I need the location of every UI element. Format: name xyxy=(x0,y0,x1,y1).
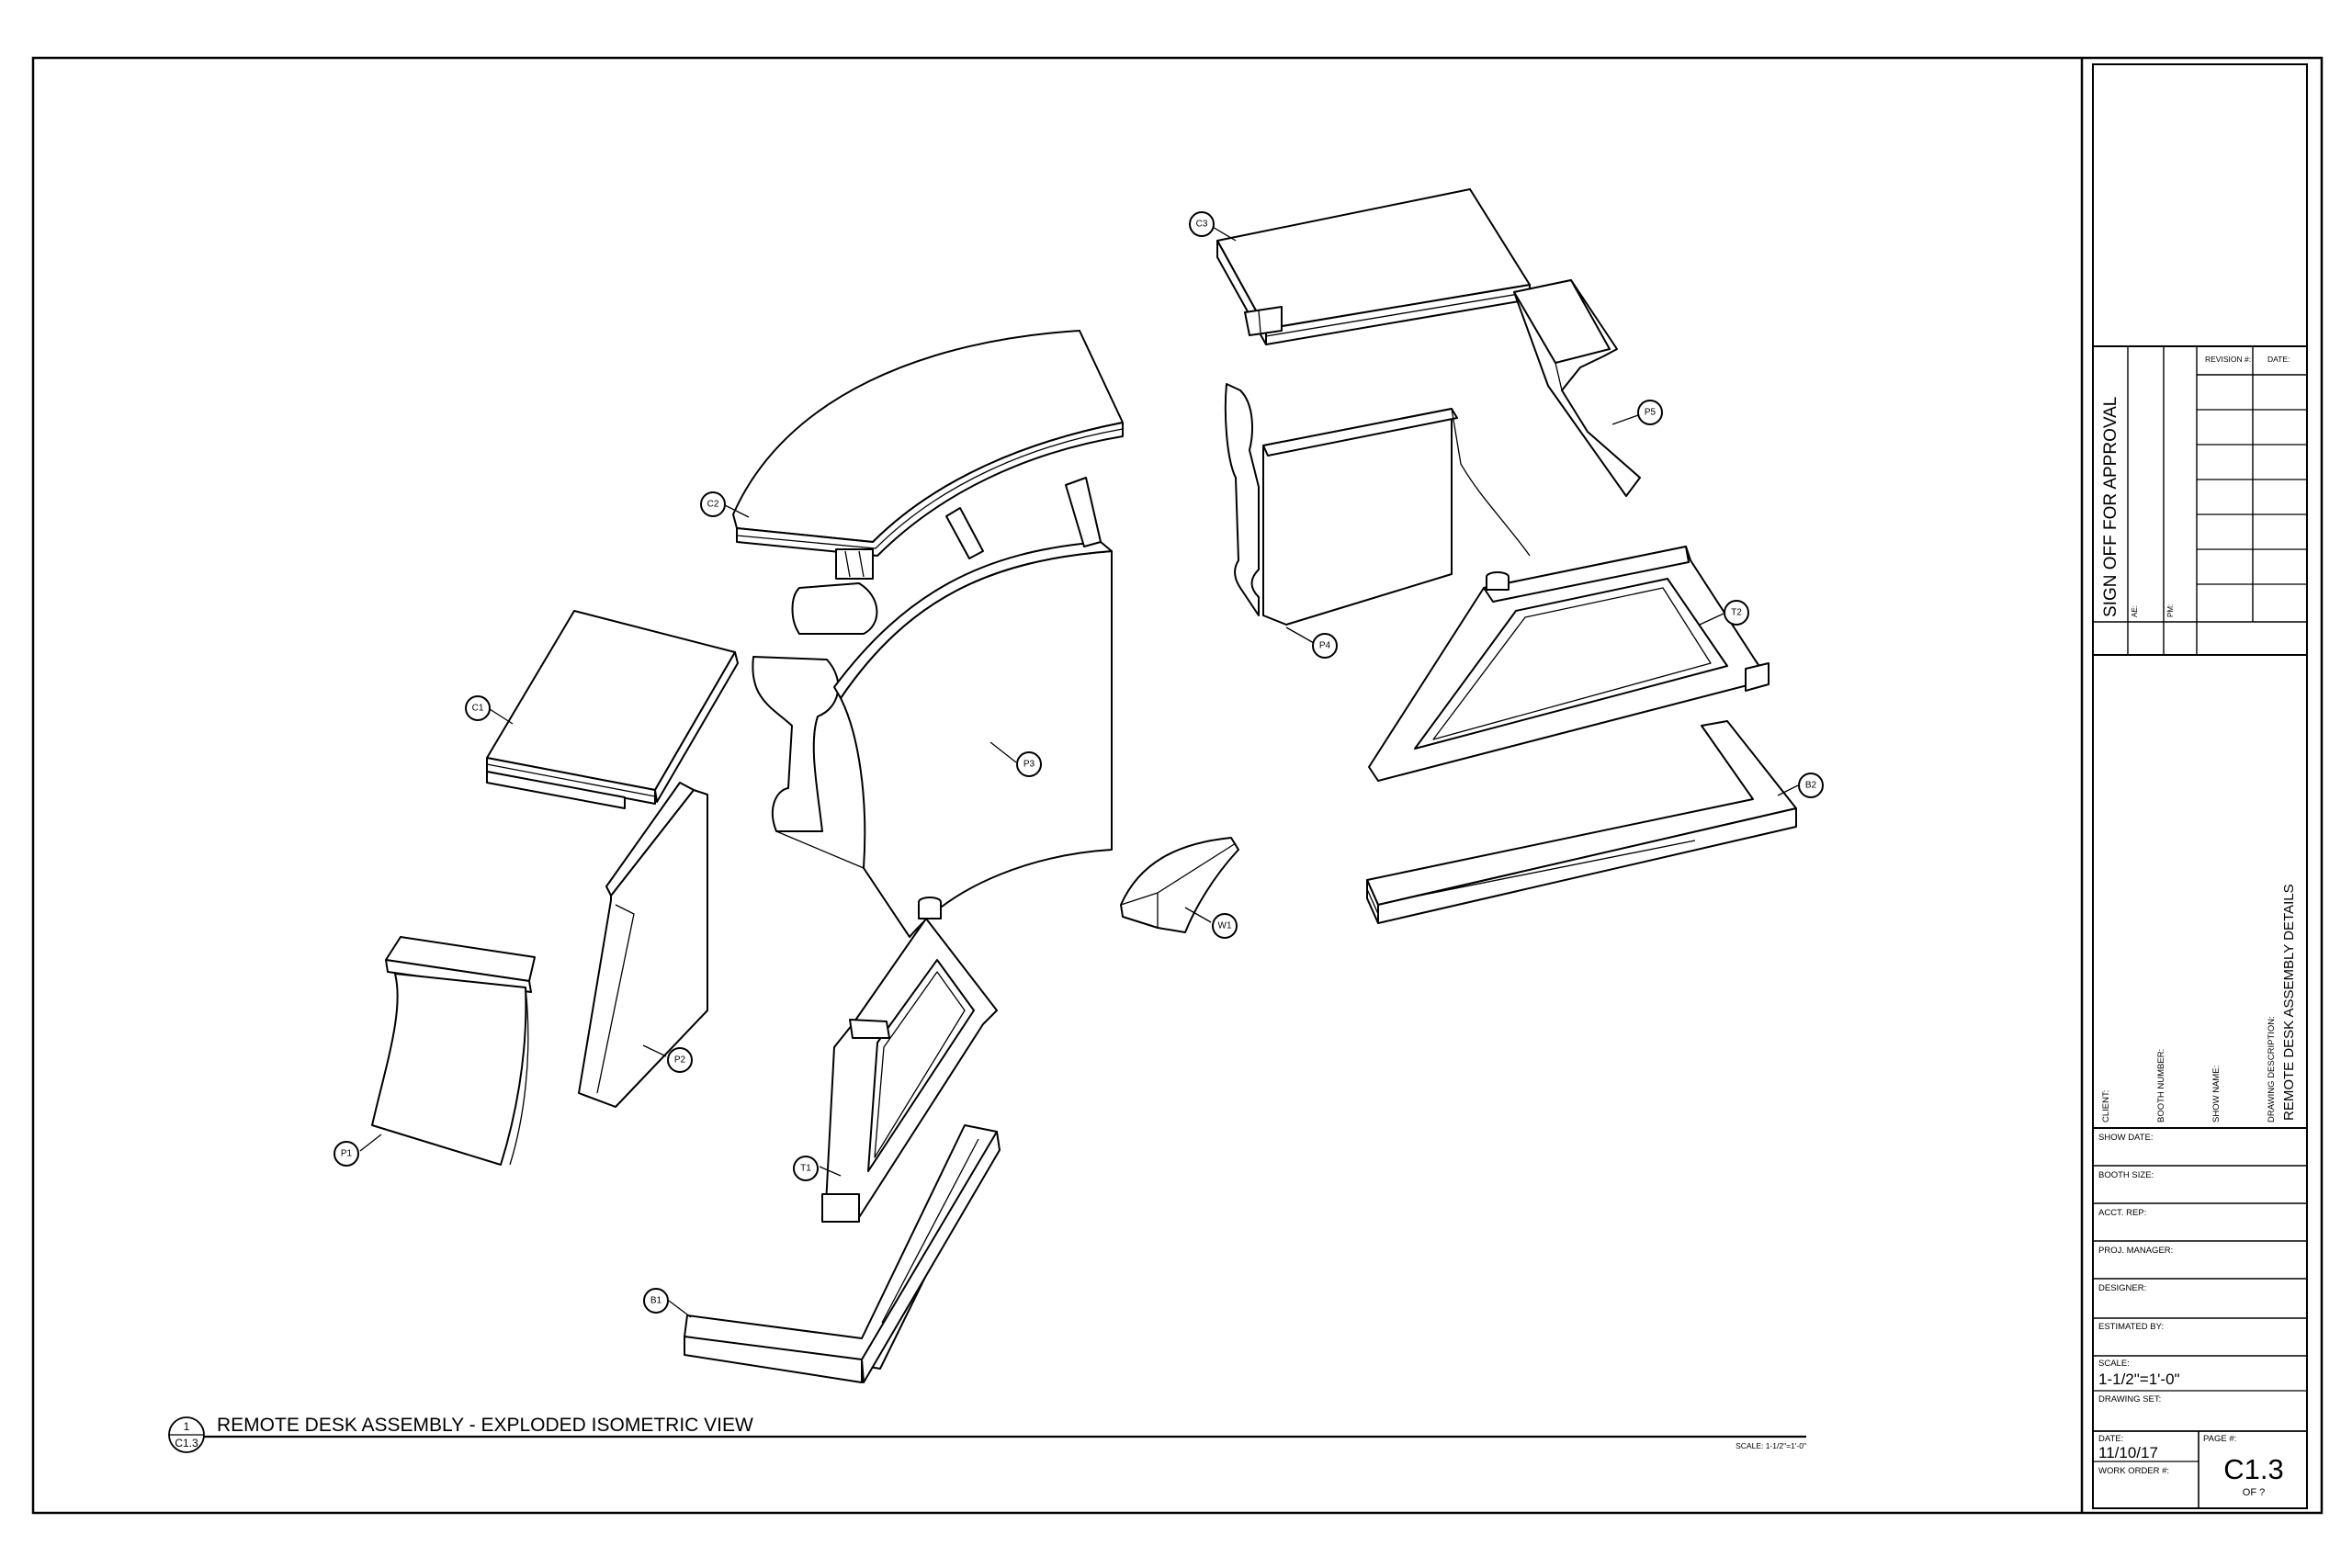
view-title: REMOTE DESK ASSEMBLY - EXPLODED ISOMETRI… xyxy=(217,1415,753,1436)
callout-b2: B2 xyxy=(1798,773,1824,798)
view-sheet-ref: C1.3 xyxy=(175,1437,198,1450)
part-c1 xyxy=(486,610,739,809)
callout-p4: P4 xyxy=(1312,633,1338,659)
part-w1 xyxy=(1120,837,1239,933)
svg-text:T2: T2 xyxy=(1731,608,1742,618)
show-date-label: SHOW DATE: xyxy=(2098,1133,2153,1143)
leader-lines xyxy=(359,225,1799,1318)
scale-value: 1-1/2"=1'-0" xyxy=(2098,1371,2180,1388)
drawing-set-label: DRAWING SET: xyxy=(2098,1394,2161,1404)
project-info: CLIENT: BOOTH NUMBER: SHOW NAME: DRAWING… xyxy=(2093,884,2307,1129)
ae-label: AE: xyxy=(2131,605,2139,617)
part-p4 xyxy=(1224,383,1531,626)
callout-p1: P1 xyxy=(334,1141,359,1167)
exploded-view xyxy=(359,188,1799,1383)
callout-w1: W1 xyxy=(1212,913,1238,939)
work-order-label: WORK ORDER #: xyxy=(2098,1466,2169,1476)
scale-label: SCALE: xyxy=(2098,1359,2130,1369)
callout-b1: B1 xyxy=(643,1288,669,1314)
revision-date-header: DATE: xyxy=(2267,355,2290,364)
pm-label: PM: xyxy=(2166,604,2175,617)
revision-header: REVISION #: xyxy=(2205,355,2251,364)
svg-text:C1: C1 xyxy=(472,704,484,714)
part-p1 xyxy=(371,936,536,1166)
callout-p2: P2 xyxy=(667,1047,693,1073)
svg-text:P4: P4 xyxy=(1319,641,1331,651)
page-value: C1.3 xyxy=(2223,1453,2283,1485)
page-of: OF ? xyxy=(2243,1487,2265,1498)
svg-text:P3: P3 xyxy=(1023,760,1035,770)
part-p5 xyxy=(1513,279,1641,497)
booth-size-label: BOOTH SIZE: xyxy=(2098,1170,2154,1180)
callout-t2: T2 xyxy=(1724,600,1749,626)
callout-c2: C2 xyxy=(700,491,726,517)
sign-off-section: SIGN OFF FOR APPROVAL AE: PM: REVISION #… xyxy=(2093,346,2307,655)
acct-rep-label: ACCT. REP: xyxy=(2098,1208,2146,1218)
svg-text:W1: W1 xyxy=(1218,921,1232,931)
callout-c1: C1 xyxy=(465,695,491,721)
part-p2 xyxy=(578,782,708,1108)
svg-text:P1: P1 xyxy=(341,1149,353,1159)
drawing-description-label: DRAWING DESCRIPTION: xyxy=(2267,1016,2277,1122)
page-label: PAGE #: xyxy=(2203,1434,2236,1444)
part-c3 xyxy=(1216,188,1531,345)
booth-number-label: BOOTH NUMBER: xyxy=(2156,1049,2166,1122)
title-block: SIGN OFF FOR APPROVAL AE: PM: REVISION #… xyxy=(2092,63,2308,1509)
part-t1 xyxy=(821,897,998,1223)
svg-text:C3: C3 xyxy=(1196,220,1208,230)
sign-off-title: SIGN OFF FOR APPROVAL xyxy=(2101,397,2120,617)
view-scale: SCALE: 1-1/2"=1'-0" xyxy=(1736,1441,1806,1450)
svg-text:T1: T1 xyxy=(800,1164,811,1174)
callout-p5: P5 xyxy=(1637,400,1663,425)
designer-label: DESIGNER: xyxy=(2098,1283,2146,1293)
proj-manager-label: PROJ. MANAGER: xyxy=(2098,1246,2173,1256)
sheet-border xyxy=(31,56,2324,1515)
view-title-block: 1 C1.3 REMOTE DESK ASSEMBLY - EXPLODED I… xyxy=(168,1415,1806,1453)
part-b2 xyxy=(1366,720,1797,924)
callout-p3: P3 xyxy=(1016,751,1042,777)
svg-text:P2: P2 xyxy=(674,1055,686,1066)
part-p3 xyxy=(752,477,1113,938)
view-number: 1 xyxy=(184,1420,190,1433)
svg-text:P5: P5 xyxy=(1645,408,1657,418)
part-c2 xyxy=(732,330,1124,580)
part-callouts: C3 P5 C2 P4 T2 C1 P3 B2 W1 P2 P1 T1 B1 xyxy=(334,211,1824,1314)
estimated-by-label: ESTIMATED BY: xyxy=(2098,1322,2164,1332)
part-t2 xyxy=(1368,546,1770,782)
date-label: DATE: xyxy=(2098,1434,2123,1444)
callout-c3: C3 xyxy=(1189,211,1215,237)
part-b1 xyxy=(684,1124,1001,1383)
drawing-description: REMOTE DESK ASSEMBLY DETAILS xyxy=(2281,884,2297,1121)
svg-text:C2: C2 xyxy=(707,500,719,510)
show-name-label: SHOW NAME: xyxy=(2211,1066,2222,1122)
svg-text:B1: B1 xyxy=(650,1296,662,1306)
callout-t1: T1 xyxy=(793,1156,819,1181)
svg-text:B2: B2 xyxy=(1805,781,1817,791)
client-label: CLIENT: xyxy=(2101,1090,2111,1122)
date-value: 11/10/17 xyxy=(2098,1444,2158,1461)
info-rows: SHOW DATE: BOOTH SIZE: ACCT. REP: PROJ. … xyxy=(2093,1133,2307,1508)
